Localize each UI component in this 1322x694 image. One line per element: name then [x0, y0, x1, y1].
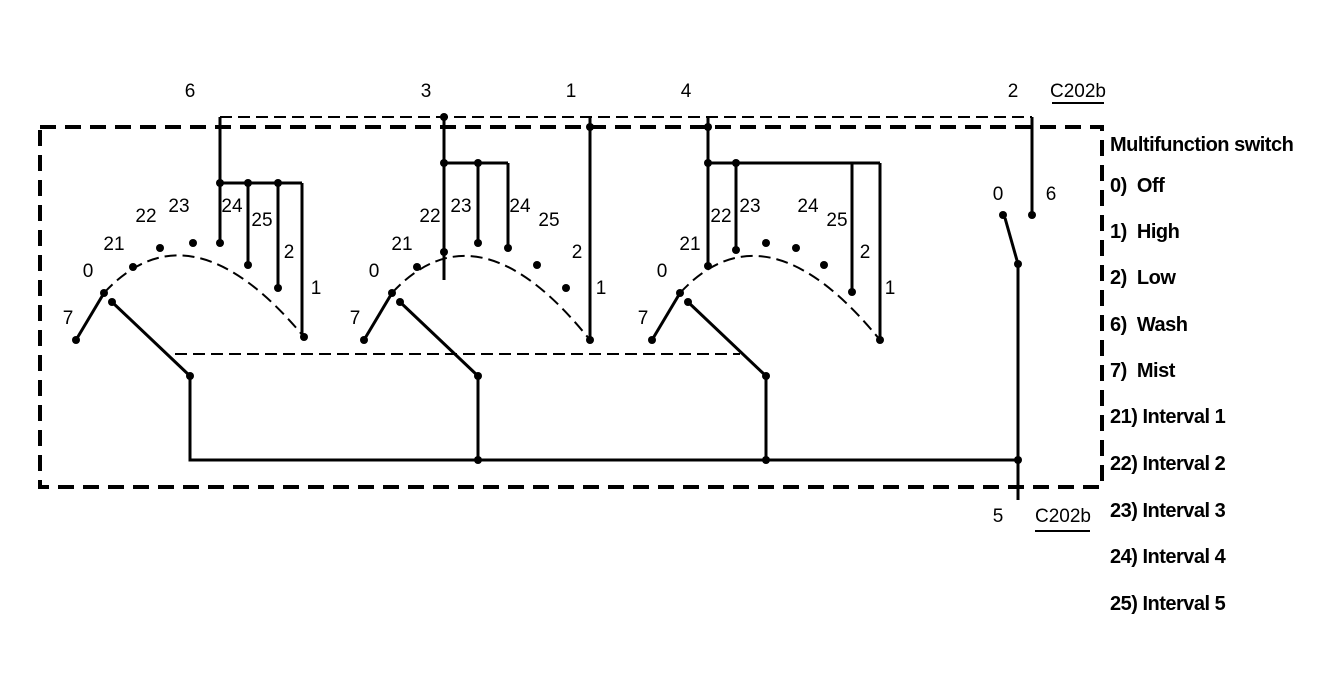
pin-label-4: 4 [681, 81, 692, 102]
contact-label: 7 [63, 308, 74, 329]
legend-item: 22) Interval 2 [1110, 453, 1226, 475]
contact-label: 25 [251, 210, 272, 231]
legend-item: 6) Wash [1110, 314, 1188, 336]
contact-label: 21 [103, 234, 124, 255]
contact-label: 2 [572, 242, 583, 263]
wash-contact-label-b: 6 [1046, 184, 1057, 205]
contact-label: 0 [369, 261, 380, 282]
contact-label: 1 [311, 278, 322, 299]
legend-item: 0) Off [1110, 175, 1165, 197]
contact-label: 0 [83, 261, 94, 282]
common-bus [188, 376, 1018, 462]
legend-item: 21) Interval 1 [1110, 406, 1226, 428]
legend-item: 23) Interval 3 [1110, 500, 1226, 522]
legend-item: 2) Low [1110, 267, 1176, 289]
contact-label: 23 [739, 196, 760, 217]
contact-label: 22 [419, 206, 440, 227]
contact-label: 7 [350, 308, 361, 329]
legend: Multifunction switch 0) Off 1) High 2) L… [1110, 134, 1294, 615]
contact-label: 1 [596, 278, 607, 299]
switch-enclosure [38, 125, 1104, 489]
contact-label: 2 [860, 242, 871, 263]
pin-label-1: 1 [566, 81, 577, 102]
pin-label-3: 3 [421, 81, 432, 102]
contact-label: 25 [538, 210, 559, 231]
contact-label: 0 [657, 261, 668, 282]
legend-item: 7) Mist [1110, 360, 1176, 382]
contact-label: 24 [509, 196, 531, 217]
contact-label: 7 [638, 308, 649, 329]
pin-label-2: 2 [1008, 81, 1019, 102]
connector-label-top: C202b [1050, 81, 1106, 102]
contact-label: 21 [391, 234, 412, 255]
contact-label: 24 [221, 196, 243, 217]
contact-label: 21 [679, 234, 700, 255]
wash-switch [999, 117, 1036, 500]
legend-item: 1) High [1110, 221, 1179, 243]
switch-section-3 [648, 117, 884, 380]
pin-label-5: 5 [993, 506, 1004, 527]
contact-label: 25 [826, 210, 847, 231]
contact-label: 22 [710, 206, 731, 227]
switch-section-2 [360, 113, 594, 380]
contact-label: 23 [168, 196, 189, 217]
wash-contact-label-a: 0 [993, 184, 1004, 205]
contact-label: 2 [284, 242, 295, 263]
pin-label-6: 6 [185, 81, 196, 102]
legend-item: 24) Interval 4 [1110, 546, 1227, 568]
legend-item: 25) Interval 5 [1110, 593, 1226, 615]
contact-label: 23 [450, 196, 471, 217]
legend-title: Multifunction switch [1110, 134, 1293, 156]
contact-label: 22 [135, 206, 156, 227]
contact-label: 1 [885, 278, 896, 299]
switch-section-1 [72, 117, 308, 380]
contact-label: 24 [797, 196, 819, 217]
connector-label-bottom: C202b [1035, 506, 1091, 527]
